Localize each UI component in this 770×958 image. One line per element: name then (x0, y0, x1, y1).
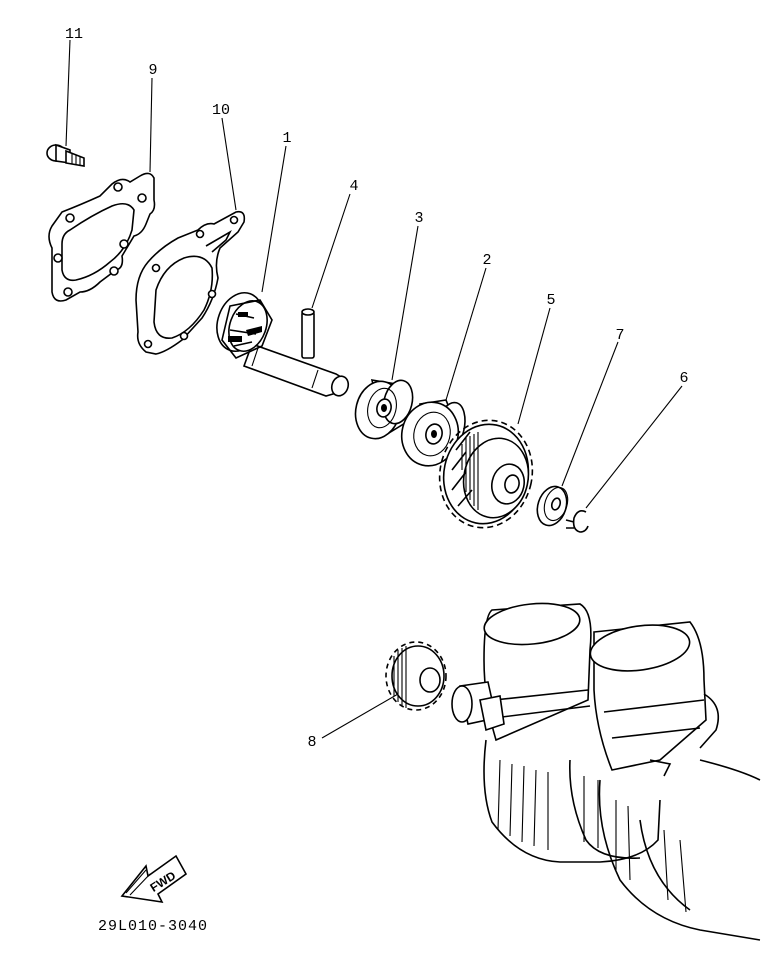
leader-8 (321, 693, 399, 739)
callout-8: 8 (307, 734, 316, 751)
cover-part-9 (48, 172, 156, 302)
callout-7: 7 (615, 327, 624, 344)
callout-9: 9 (148, 62, 157, 79)
leader-3 (391, 225, 419, 381)
drawing-code: 29L010-3040 (98, 918, 208, 935)
screw-part-11 (46, 143, 85, 167)
callout-11: 11 (65, 26, 83, 43)
pin-part-4 (301, 308, 315, 359)
crankshaft-assembly (451, 602, 761, 941)
fwd-arrow-icon: FWD (120, 854, 188, 904)
leader-2 (445, 267, 487, 401)
callout-5: 5 (546, 292, 555, 309)
leader-6 (585, 385, 683, 509)
leader-7 (561, 341, 619, 487)
leader-10 (221, 117, 237, 211)
impeller-shaft-part-1 (216, 292, 350, 397)
callout-1: 1 (282, 130, 291, 147)
leader-4 (311, 193, 351, 309)
leader-11 (65, 39, 71, 147)
callout-10: 10 (212, 102, 230, 119)
gasket-part-10 (135, 210, 246, 355)
callout-2: 2 (482, 252, 491, 269)
circlip-part-6 (565, 510, 589, 533)
crank-gear-part-8 (385, 641, 447, 711)
leader-1 (261, 145, 287, 293)
gear-part-5 (438, 419, 534, 529)
washer-part-7 (536, 485, 569, 527)
leader-9 (149, 77, 153, 173)
callout-6: 6 (679, 370, 688, 387)
leader-5 (517, 307, 551, 425)
callout-4: 4 (349, 178, 358, 195)
bearing-part-3 (354, 379, 414, 440)
callout-3: 3 (414, 210, 423, 227)
bearing-part-2 (400, 399, 466, 467)
